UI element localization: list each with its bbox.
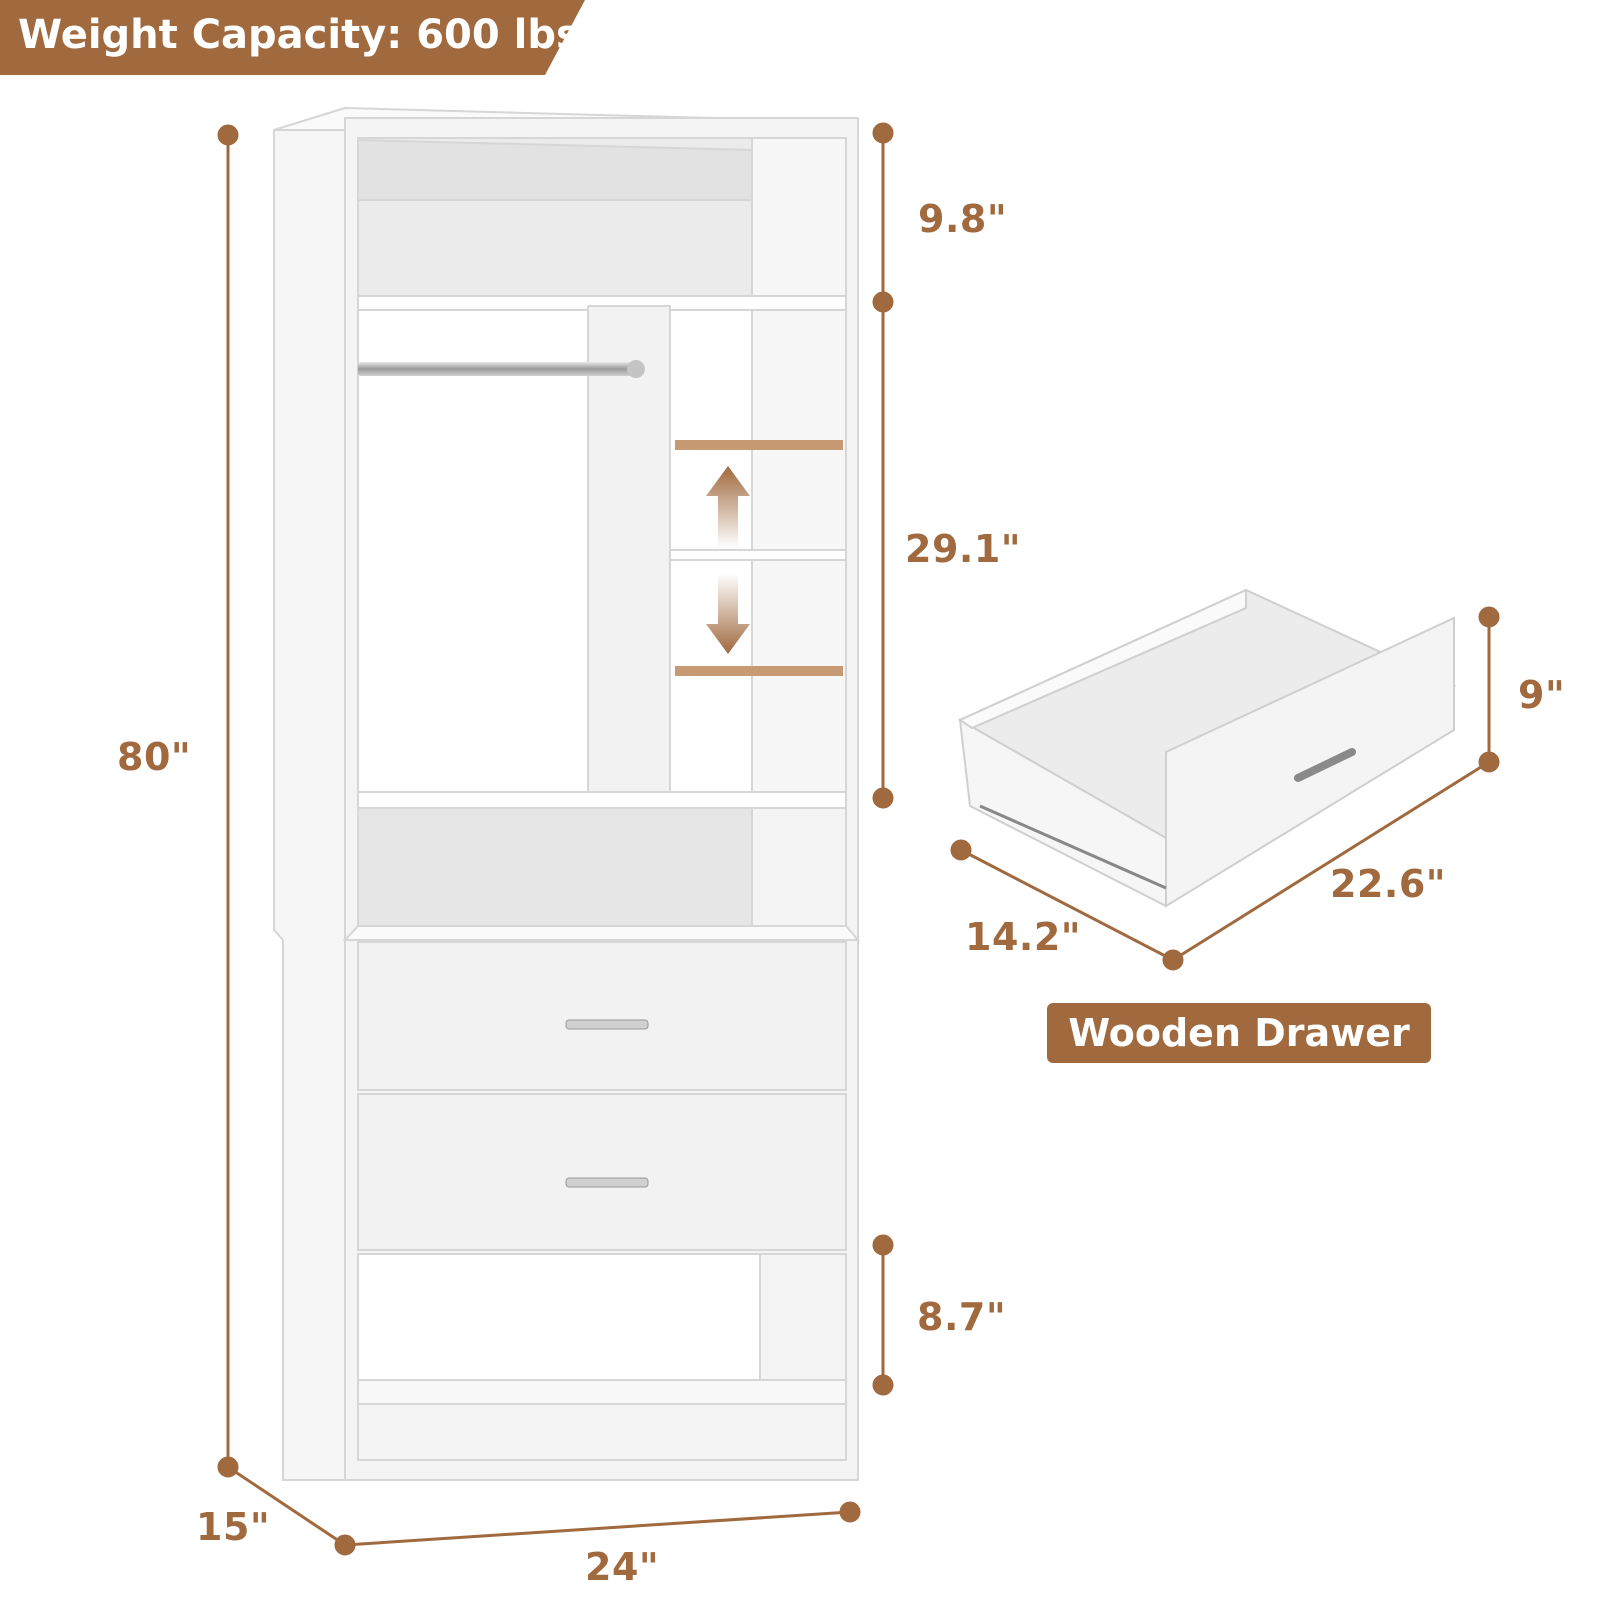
center-divider bbox=[587, 305, 671, 801]
drawer-1 bbox=[357, 941, 847, 1091]
drawer-slide-rail bbox=[979, 804, 1167, 890]
drawer-2 bbox=[357, 1093, 847, 1251]
right-shelf-middle bbox=[669, 549, 847, 561]
drawer-depth-label: 14.2" bbox=[965, 915, 1082, 959]
middle-cubby-right-wall bbox=[751, 807, 847, 927]
drawer-front-panel bbox=[1165, 616, 1455, 908]
drawer-handle-icon bbox=[565, 1019, 649, 1030]
adjustable-shelf-upper bbox=[675, 440, 843, 450]
drawer-handle-icon bbox=[565, 1177, 649, 1188]
drawer-dimension-lines bbox=[950, 606, 1500, 971]
middle-cubby-floor bbox=[342, 925, 861, 941]
hanging-rod-icon bbox=[358, 360, 645, 378]
top-cubby-height-label: 9.8" bbox=[918, 197, 1008, 241]
drawer-detail bbox=[957, 588, 1457, 908]
drawer-height-label: 9" bbox=[1518, 673, 1566, 717]
hanging-section-height-label: 29.1" bbox=[905, 527, 1022, 571]
drawer-length-label: 22.6" bbox=[1330, 862, 1447, 906]
depth-label: 15" bbox=[196, 1505, 271, 1549]
wardrobe bbox=[273, 106, 861, 1481]
wooden-drawer-badge: Wooden Drawer bbox=[1047, 1003, 1431, 1063]
drawer-box-back bbox=[957, 588, 1247, 730]
wardrobe-side-panel bbox=[273, 106, 346, 1481]
drawer-handle-icon bbox=[1294, 748, 1356, 782]
height-label: 80" bbox=[117, 735, 192, 779]
dimension-lines bbox=[217, 122, 894, 1556]
base-plinth bbox=[357, 1403, 847, 1461]
bottom-cubby-height-label: 8.7" bbox=[917, 1295, 1007, 1339]
hanging-section bbox=[357, 309, 589, 801]
adjustable-shelf-arrows-icon bbox=[706, 466, 750, 654]
adjustable-shelf-lower bbox=[675, 666, 843, 676]
capacity-banner-text: Weight Capacity: 600 lbs bbox=[18, 12, 580, 58]
width-label: 24" bbox=[585, 1545, 660, 1589]
bottom-cubby-floor bbox=[357, 1379, 847, 1405]
top-cubby-right-wall bbox=[751, 137, 847, 301]
top-cubby-back-panel bbox=[357, 138, 753, 201]
capacity-banner bbox=[0, 0, 585, 75]
middle-shelf bbox=[357, 791, 847, 809]
